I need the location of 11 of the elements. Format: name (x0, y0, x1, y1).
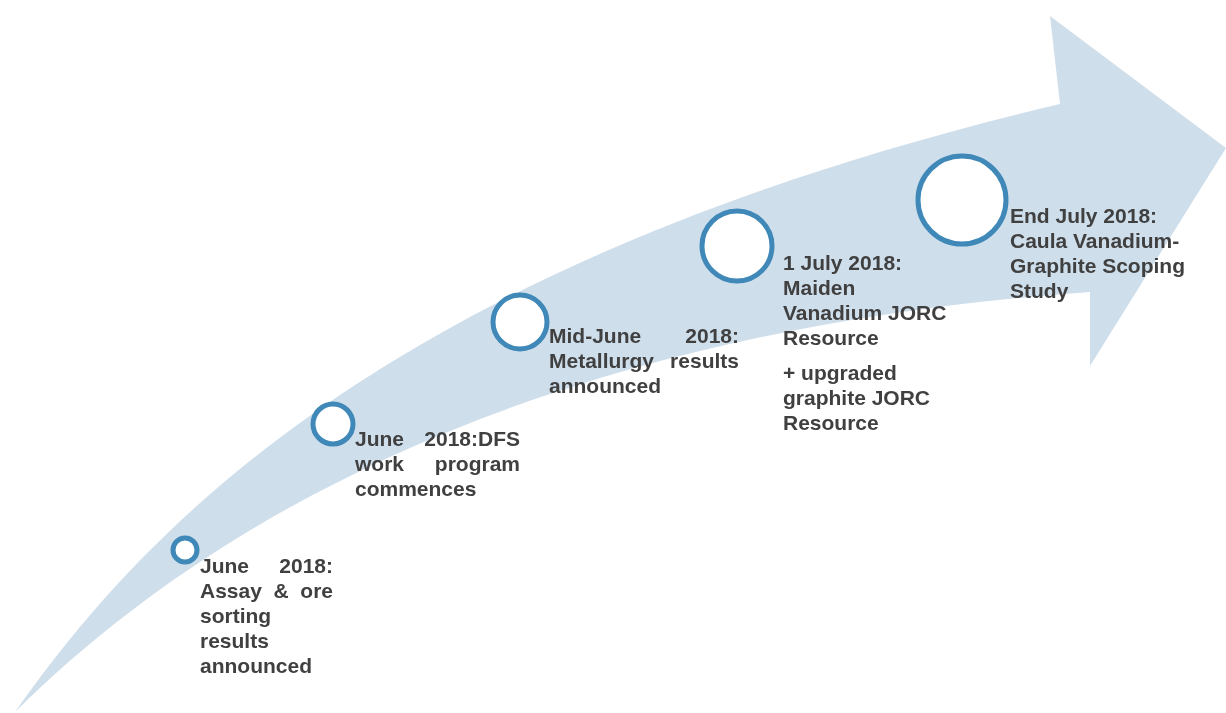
milestone-text: June 2018:DFS work program commences (355, 426, 520, 501)
milestone-circle (914, 152, 1010, 248)
milestone-circle (169, 534, 201, 566)
milestone-text: June 2018: Assay & ore sorting results announced (200, 553, 333, 678)
milestone-circle (698, 207, 776, 285)
milestone-text: 1 July 2018: Maiden Vanadium JORC Resource (783, 250, 948, 350)
milestone-circle (309, 400, 357, 448)
milestone-circle (489, 291, 551, 353)
milestone-text: End July 2018: Caula Vanadium-Graphite Scoping Study (1010, 203, 1186, 303)
milestone-text: Mid-June 2018: Metallurgy results announced (549, 323, 739, 398)
milestone-text: + upgraded graphite JORC Resource (783, 360, 932, 435)
